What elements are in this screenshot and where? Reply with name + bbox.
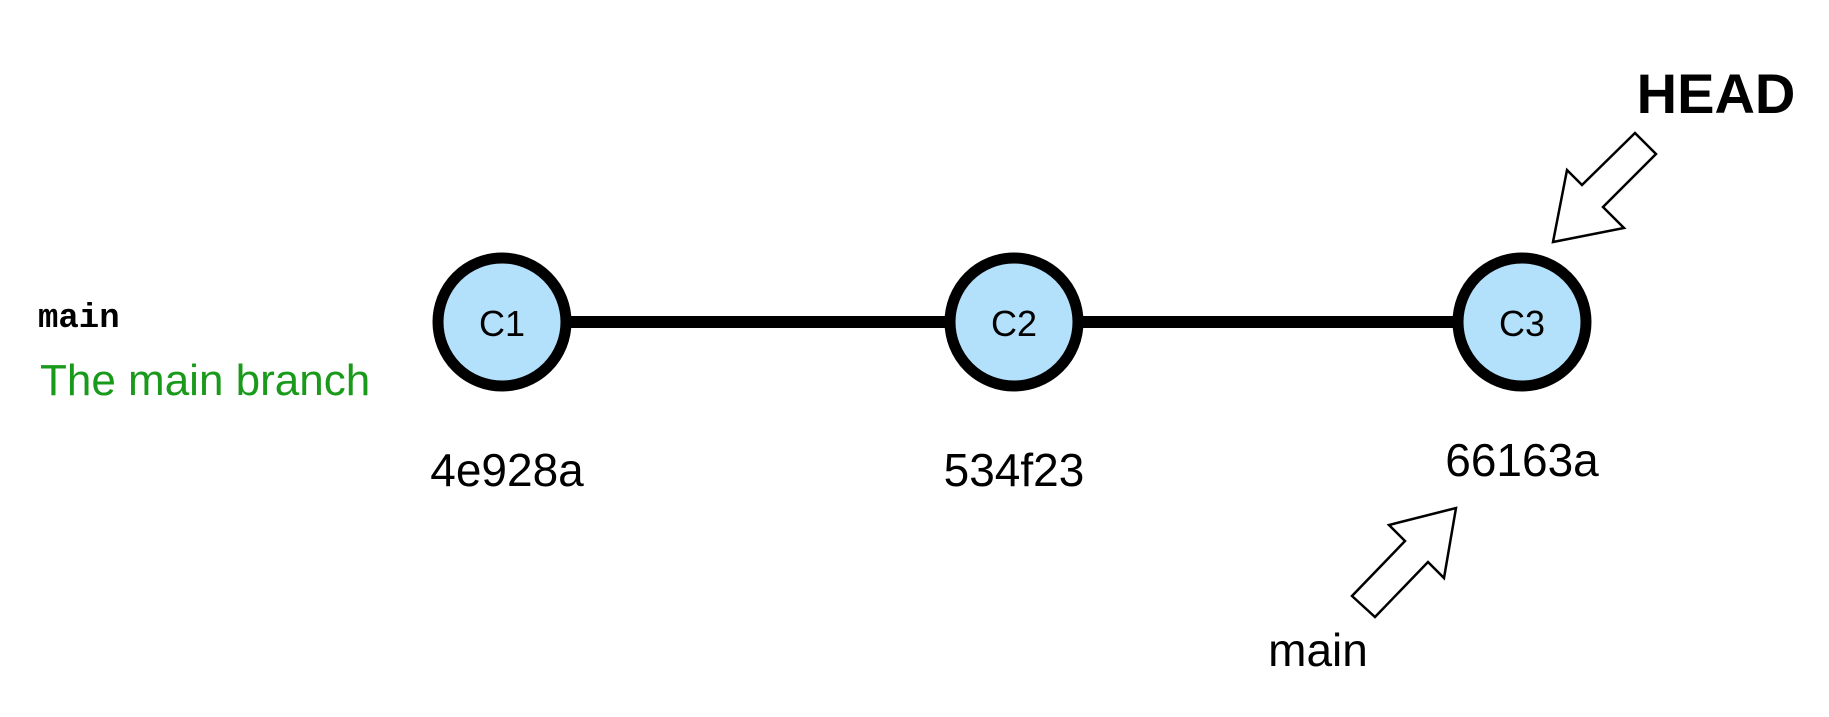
arrow-down-left-icon xyxy=(1551,131,1658,244)
head-label: HEAD xyxy=(1637,62,1796,125)
commit-label-c1: C1 xyxy=(479,303,525,344)
head-pointer: HEAD xyxy=(1551,62,1796,244)
commit-circle-c1 xyxy=(432,252,572,392)
commit-node-c3: C3 66163a xyxy=(1445,252,1599,486)
commit-node-c2: C2 534f23 xyxy=(944,252,1085,496)
branch-legend-name: main xyxy=(38,300,120,338)
commit-hash-c1: 4e928a xyxy=(430,444,584,496)
branch-pointer-label: main xyxy=(1268,624,1368,676)
commit-circle-c3 xyxy=(1452,252,1592,392)
commit-label-c3: C3 xyxy=(1499,303,1545,344)
commit-label-c2: C2 xyxy=(991,303,1037,344)
branch-legend: main The main branch xyxy=(38,300,370,405)
branch-pointer: main xyxy=(1268,506,1458,676)
commit-hash-c2: 534f23 xyxy=(944,444,1085,496)
branch-legend-description: The main branch xyxy=(40,356,370,405)
commit-circle-c2 xyxy=(944,252,1084,392)
commit-node-c1: C1 4e928a xyxy=(430,252,584,496)
arrow-up-right-icon xyxy=(1350,506,1458,619)
commit-hash-c3: 66163a xyxy=(1445,434,1599,486)
